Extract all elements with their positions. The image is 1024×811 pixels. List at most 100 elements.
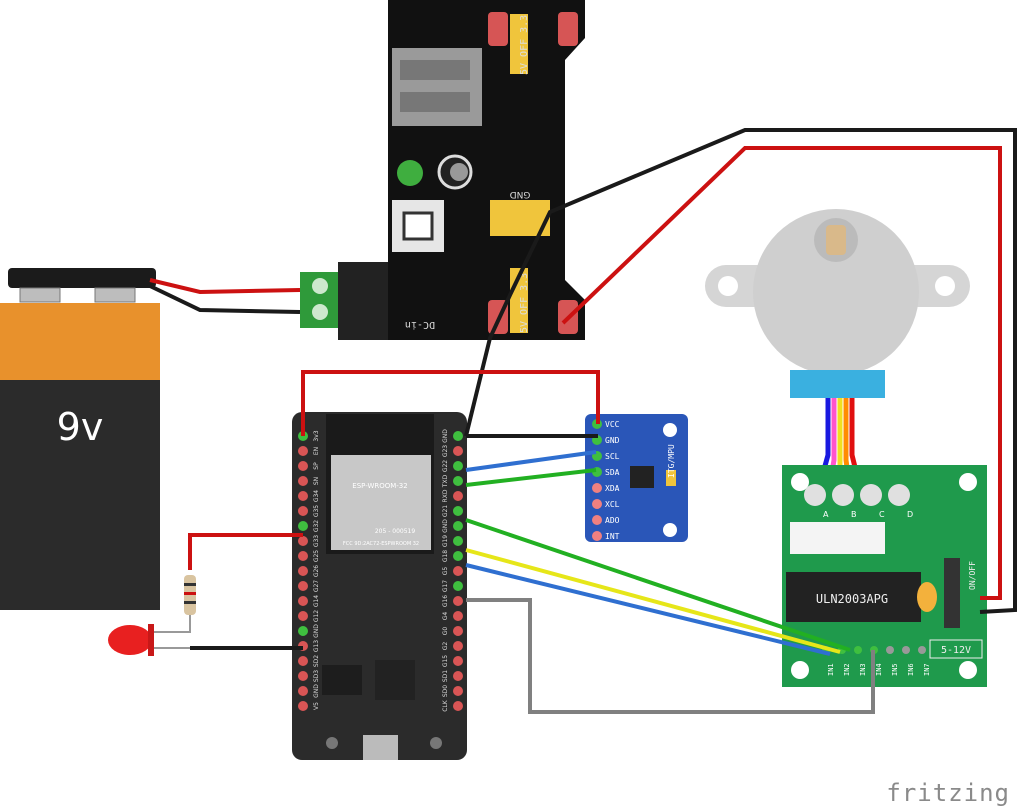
esp32-devkit: ESP-WROOM-32 205 - 000519 FCC 9D:2AC72-E…: [292, 412, 467, 760]
mpu-pin-label: ADO: [605, 516, 620, 525]
esp32-pin-left[interactable]: [298, 491, 308, 501]
esp32-pin-label: SD0: [442, 685, 449, 697]
on-off-jumper[interactable]: [944, 558, 960, 628]
mpu-pin[interactable]: [592, 531, 602, 541]
mpu-pin[interactable]: [592, 499, 602, 509]
wire-sda[interactable]: [465, 468, 597, 487]
esp32-pin-right[interactable]: [453, 656, 463, 666]
battery-9v[interactable]: 9v: [0, 268, 160, 610]
esp32-pin-right[interactable]: [453, 701, 463, 711]
esp32-pin-left[interactable]: [298, 461, 308, 471]
chip-label: ULN2003APG: [816, 592, 888, 606]
esp32-pin-left[interactable]: [298, 476, 308, 486]
gnd-label: GND: [510, 189, 531, 199]
esp32-pin-label: G16: [442, 595, 449, 607]
driver-input-label: IN6: [907, 663, 915, 676]
driver-input-pin[interactable]: [854, 646, 862, 654]
esp32-pin-right[interactable]: [453, 506, 463, 516]
esp32-pin-label: SN: [313, 477, 320, 485]
esp32-pin-left[interactable]: [298, 671, 308, 681]
esp32-pin-label: G14: [313, 595, 320, 607]
wire-in4[interactable]: [466, 598, 875, 714]
esp32-pin-left[interactable]: [298, 446, 308, 456]
mpu-pin[interactable]: [592, 483, 602, 493]
esp32-pin-right[interactable]: [453, 611, 463, 621]
esp-wroom-module: [331, 455, 431, 550]
driver-input-pin[interactable]: [886, 646, 894, 654]
micro-usb-port: [363, 735, 398, 760]
wire-3v3-vcc[interactable]: [301, 370, 600, 436]
breadboard-power-module: GND 5V OFF 3.3 5V OFF 3.3 DC-in: [388, 0, 585, 340]
esp32-pin-left[interactable]: [298, 686, 308, 696]
esp32-pin-right[interactable]: [453, 686, 463, 696]
esp32-pin-label: EN: [313, 447, 320, 455]
esp32-pin-right[interactable]: [453, 551, 463, 561]
esp32-pin-right[interactable]: [453, 476, 463, 486]
mpu-pin-label: GND: [605, 436, 620, 445]
wire-led-anode[interactable]: [188, 533, 303, 570]
esp32-pin-left[interactable]: [298, 566, 308, 576]
esp32-pin-right[interactable]: [453, 596, 463, 606]
esp32-pin-left[interactable]: [298, 701, 308, 711]
driver-input-label: IN2: [843, 663, 851, 676]
esp32-pin-right[interactable]: [453, 626, 463, 636]
esp32-pin-right[interactable]: [453, 431, 463, 441]
esp32-pin-label: G23: [442, 445, 449, 457]
esp32-pin-left[interactable]: [298, 551, 308, 561]
esp32-pin-label: G19: [442, 535, 449, 547]
battery-label: 9v: [57, 405, 104, 449]
wire-battery-positive[interactable]: [149, 278, 301, 295]
esp32-pin-right[interactable]: [453, 641, 463, 651]
fritzing-watermark: fritzing: [886, 779, 1010, 807]
driver-input-label: IN1: [827, 663, 835, 676]
esp32-pin-left[interactable]: [298, 521, 308, 531]
esp32-pin-right[interactable]: [453, 521, 463, 531]
esp32-pin-left[interactable]: [298, 596, 308, 606]
esp32-pin-right[interactable]: [453, 461, 463, 471]
mpu-pin[interactable]: [592, 515, 602, 525]
esp32-pin-label: G12: [313, 610, 320, 622]
esp32-pin-right[interactable]: [453, 566, 463, 576]
esp32-pin-label: GND: [442, 429, 449, 443]
driver-led-label: B: [851, 510, 857, 519]
esp32-pin-label: SP: [313, 462, 320, 470]
wire-5v-power[interactable]: [561, 146, 1002, 600]
esp32-pin-right[interactable]: [453, 536, 463, 546]
driver-input-label: IN3: [859, 663, 867, 676]
driver-led: [888, 484, 910, 506]
esp32-pin-label: RXD: [442, 489, 449, 502]
esp32-pin-right[interactable]: [453, 446, 463, 456]
esp32-pin-left[interactable]: [298, 536, 308, 546]
esp32-pin-right[interactable]: [453, 581, 463, 591]
boot-button[interactable]: [430, 737, 442, 749]
uln2003-chip: [786, 572, 921, 622]
esp32-pin-left[interactable]: [298, 626, 308, 636]
wire-in3[interactable]: [465, 518, 851, 652]
wire-scl[interactable]: [465, 450, 597, 472]
driver-led: [860, 484, 882, 506]
dc-terminal-block: [300, 262, 398, 340]
esp32-pin-label: SD3: [313, 670, 320, 682]
wire-battery-negative[interactable]: [149, 284, 301, 314]
esp32-pin-left[interactable]: [298, 581, 308, 591]
esp32-pin-right[interactable]: [453, 671, 463, 681]
esp32-pin-label: G15: [442, 655, 449, 667]
driver-input-pin[interactable]: [918, 646, 926, 654]
driver-led: [832, 484, 854, 506]
mpu-pin-label: VCC: [605, 420, 620, 429]
esp32-pin-left[interactable]: [298, 506, 308, 516]
driver-led: [804, 484, 826, 506]
driver-input-pin[interactable]: [902, 646, 910, 654]
esp32-pin-right[interactable]: [453, 491, 463, 501]
esp32-pin-left[interactable]: [298, 611, 308, 621]
rst-button[interactable]: [326, 737, 338, 749]
esp32-pin-left[interactable]: [298, 656, 308, 666]
esp32-pin-label: G25: [313, 550, 320, 562]
wire-in1[interactable]: [465, 563, 831, 656]
esp32-pin-label: 3v3: [313, 430, 320, 441]
esp32-pin-label: G33: [313, 535, 320, 547]
wire-in2[interactable]: [465, 548, 841, 654]
usb-port: [392, 48, 482, 126]
wire-gnd-power[interactable]: [464, 128, 1017, 614]
